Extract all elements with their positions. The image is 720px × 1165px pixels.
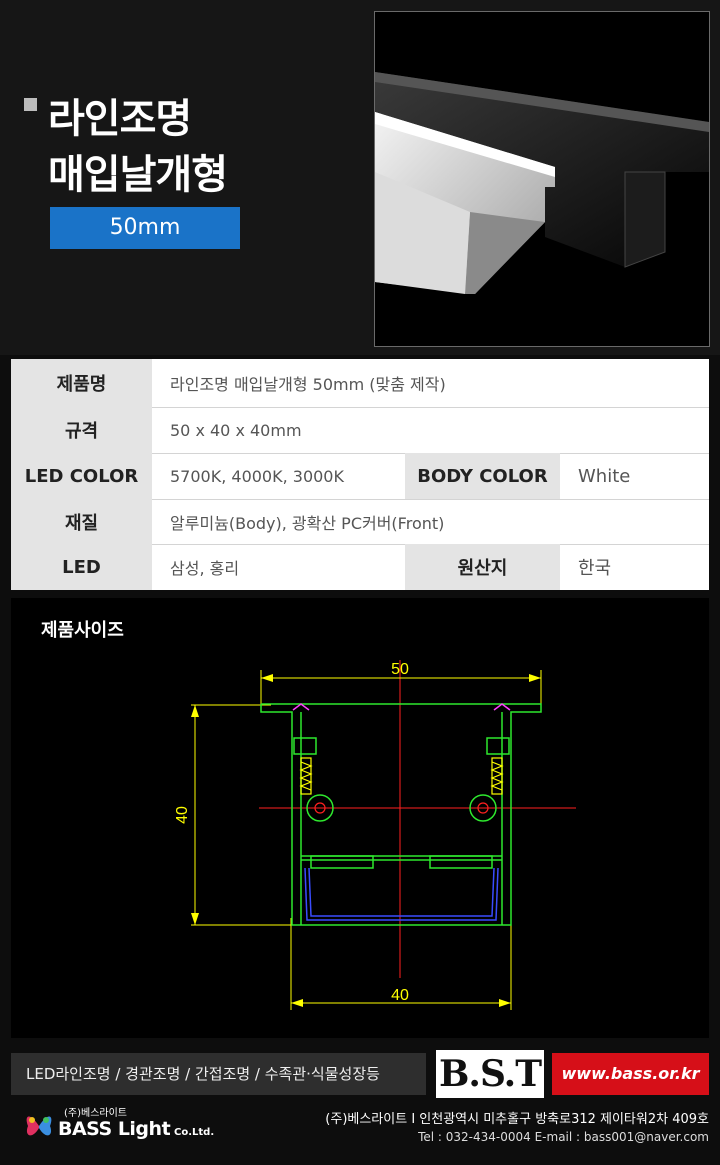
size-badge: 50mm <box>50 207 240 249</box>
spec-value: 라인조명 매입날개형 50mm (맞춤 제작) <box>170 375 446 394</box>
dimension-lines <box>191 670 542 1010</box>
screw-holes <box>314 802 489 814</box>
butterfly-icon <box>26 1116 52 1136</box>
spec-label: 규격 <box>11 407 152 453</box>
bst-logo: B.S.T <box>436 1050 544 1098</box>
table-row: 재질 알루미늄(Body), 광확산 PC커버(Front) <box>11 499 709 545</box>
spring-clips <box>299 757 504 795</box>
spec-label: LED COLOR <box>11 453 152 499</box>
title-bullet-icon <box>24 98 37 111</box>
company-contact: Tel : 032-434-0004 E-mail : bass001@nave… <box>418 1130 709 1144</box>
applications-bar: LED라인조명 / 경관조명 / 간접조명 / 수족관·식물성장등 <box>11 1053 426 1095</box>
diffuser-cover <box>304 867 499 921</box>
spec-value: 알루미늄(Body), 광확산 PC커버(Front) <box>170 513 445 533</box>
company-address: (주)베스라이트 I 인천광역시 미추홀구 방축로312 제이타워2차 409호 <box>325 1112 709 1127</box>
table-row: LED COLOR 5700K, 4000K, 3000K BODY COLOR… <box>11 453 709 500</box>
page-title-line1: 라인조명 <box>48 96 192 142</box>
table-row: 제품명 라인조명 매입날개형 50mm (맞춤 제작) <box>11 359 709 408</box>
spec-label: 제품명 <box>11 359 152 407</box>
page-title-line2: 매입날개형 <box>48 152 228 198</box>
dimension-arrows <box>191 674 541 1007</box>
spec-value: White <box>578 465 631 487</box>
section-title: 제품사이즈 <box>41 620 124 641</box>
header: 라인조명 매입날개형 50mm <box>0 0 720 355</box>
spec-value: 한국 <box>578 558 612 579</box>
brand-suffix: Co.Ltd. <box>174 1127 215 1138</box>
spec-label: 재질 <box>11 499 152 544</box>
spec-value: 삼성, 홍리 <box>170 559 240 578</box>
size-section: 50 40 40 <box>11 598 709 1038</box>
brand-name: BASS Light <box>58 1118 171 1140</box>
dimension-label-left: 40 <box>174 806 191 824</box>
spec-table: 제품명 라인조명 매입날개형 50mm (맞춤 제작) 규격 50 x 40 x… <box>11 359 709 590</box>
company-logo: (주)베스라이트 BASS Light Co.Ltd. <box>24 1102 224 1152</box>
mounting-tabs <box>292 703 511 711</box>
spec-label: 원산지 <box>405 544 560 590</box>
website-link[interactable]: www.bass.or.kr <box>552 1053 709 1095</box>
brand-small-label: (주)베스라이트 <box>64 1108 128 1119</box>
spec-value: 50 x 40 x 40mm <box>170 420 302 440</box>
profile-outline <box>260 703 542 926</box>
spec-label: BODY COLOR <box>405 453 560 499</box>
product-photo <box>374 11 710 347</box>
spec-label: LED <box>11 544 152 590</box>
led-profile-photo-image <box>375 12 709 346</box>
dimension-label-top: 50 <box>391 661 409 678</box>
table-row: 규격 50 x 40 x 40mm <box>11 407 709 454</box>
footer: LED라인조명 / 경관조명 / 간접조명 / 수족관·식물성장등 B.S.T … <box>0 1040 720 1165</box>
spec-value: 5700K, 4000K, 3000K <box>170 466 344 486</box>
table-row: LED 삼성, 홍리 원산지 한국 <box>11 544 709 590</box>
dimension-label-bottom: 40 <box>391 987 409 1004</box>
dimension-diagram: 50 40 40 <box>174 660 576 1010</box>
